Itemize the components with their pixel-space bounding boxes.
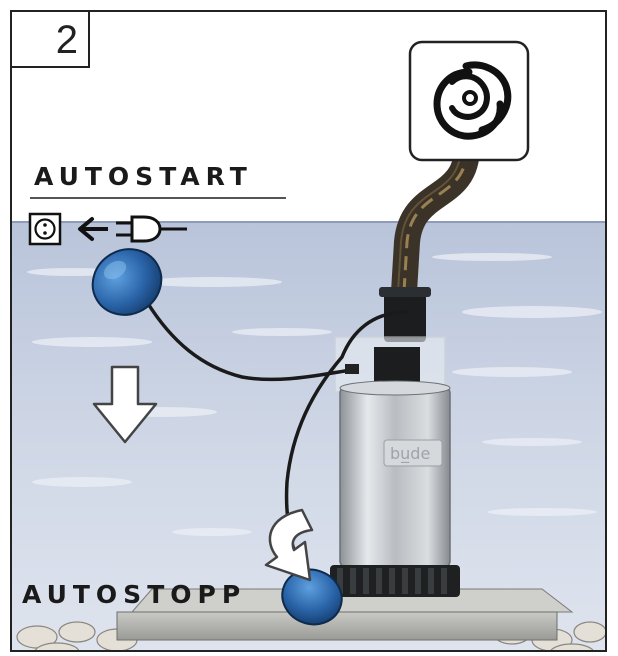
swirl-icon — [408, 40, 530, 162]
arrow-left-icon — [78, 217, 108, 241]
step-number-box: 2 — [12, 12, 90, 68]
float-switch-upper — [91, 248, 163, 316]
discharge-hose — [391, 134, 480, 305]
curved-down-arrow-icon — [264, 508, 314, 582]
plug-icon — [116, 215, 187, 243]
scene-graphic: bu̲de — [12, 40, 605, 650]
autostart-underline — [30, 197, 286, 199]
float-switch-lower — [281, 568, 343, 626]
water-ripples — [27, 253, 602, 536]
pump-outlet — [384, 287, 426, 342]
step-number: 2 — [55, 18, 78, 62]
outlet-socket-icon — [28, 212, 62, 246]
pump-brand-label: bu̲de — [390, 444, 430, 464]
autostopp-label: AUTOSTOPP — [22, 580, 247, 609]
float-cable-upper — [145, 301, 353, 382]
pump-body — [339, 386, 451, 568]
base-slab — [116, 611, 558, 641]
down-arrow-icon — [92, 365, 158, 444]
autostart-label: AUTOSTART — [34, 162, 253, 191]
illustration-frame: bu̲de — [10, 10, 607, 652]
